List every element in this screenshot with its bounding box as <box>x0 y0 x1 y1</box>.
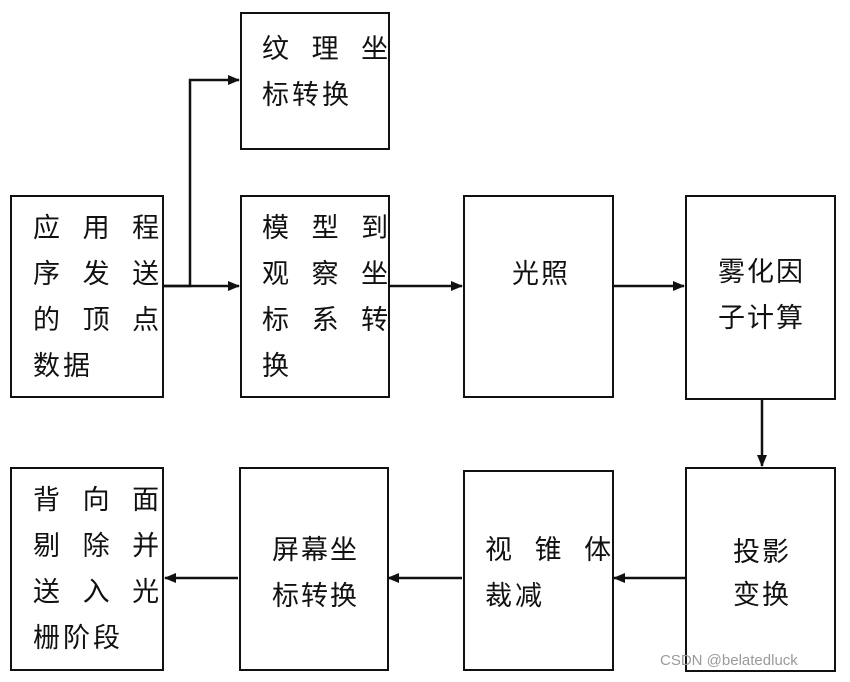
fog-label-line1: 雾化因 <box>718 257 805 288</box>
backface-label-line4: 栅阶段 <box>33 623 123 654</box>
frustum-clipping-box <box>463 470 614 671</box>
app-vertex-label-line4: 数据 <box>33 351 93 382</box>
backface-culling-box <box>10 467 164 671</box>
model-view-label-line1: 模 型 到 <box>262 213 396 244</box>
screen-label-line1: 屏幕坐 <box>272 535 359 566</box>
lighting-label: 光照 <box>512 259 570 290</box>
fog-factor-box <box>685 195 836 400</box>
projection-transform-box <box>685 467 836 672</box>
arrow-app-to-texture <box>163 75 240 288</box>
app-vertex-data-box <box>10 195 164 398</box>
frustum-label-line2: 裁减 <box>485 581 545 612</box>
texture-label-line2: 标转换 <box>262 80 352 111</box>
texture-label-line1: 纹 理 坐 <box>262 34 396 65</box>
frustum-label-line1: 视 锥 体 <box>485 535 619 566</box>
fog-label-line2: 子计算 <box>718 303 805 334</box>
app-vertex-label-line3: 的 顶 点 <box>33 305 167 336</box>
screen-coord-transform-box <box>239 467 389 671</box>
app-vertex-label-line1: 应 用 程 <box>33 213 167 244</box>
texture-coord-transform-box <box>240 12 390 150</box>
model-view-label-line2: 观 察 坐 <box>262 259 396 290</box>
model-to-view-transform-box <box>240 195 390 398</box>
lighting-box <box>463 195 614 398</box>
watermark: CSDN @belatedluck <box>660 652 798 669</box>
projection-label-line2: 变换 <box>733 580 791 611</box>
model-view-label-line4: 换 <box>262 351 296 382</box>
backface-label-line3: 送 入 光 <box>33 577 167 608</box>
projection-label-line1: 投影 <box>733 537 791 568</box>
model-view-label-line3: 标 系 转 <box>262 305 396 336</box>
backface-label-line2: 剔 除 并 <box>33 531 167 562</box>
screen-label-line2: 标转换 <box>272 581 359 612</box>
app-vertex-label-line2: 序 发 送 <box>33 259 167 290</box>
backface-label-line1: 背 向 面 <box>33 485 167 516</box>
